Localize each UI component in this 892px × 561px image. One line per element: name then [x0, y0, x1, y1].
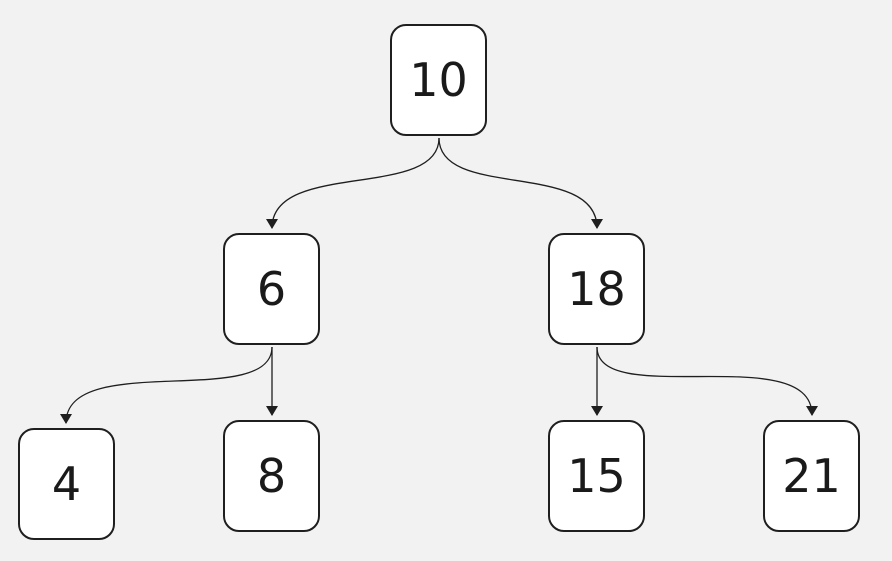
node-label: 8	[256, 449, 287, 503]
edge-6-4	[60, 346, 273, 424]
tree-node-6: 6	[223, 233, 320, 345]
edge-18-21	[596, 346, 818, 416]
tree-node-18: 18	[548, 233, 645, 345]
edge-10-6	[266, 137, 440, 229]
node-label: 10	[409, 53, 468, 107]
tree-node-21: 21	[763, 420, 860, 532]
tree-node-8: 8	[223, 420, 320, 532]
node-label: 18	[567, 262, 626, 316]
edge-10-18	[438, 137, 603, 229]
tree-node-4: 4	[18, 428, 115, 540]
tree-node-10: 10	[390, 24, 487, 136]
tree-node-15: 15	[548, 420, 645, 532]
node-label: 21	[782, 449, 841, 503]
node-label: 4	[51, 457, 82, 511]
node-label: 15	[567, 449, 626, 503]
node-label: 6	[256, 262, 287, 316]
